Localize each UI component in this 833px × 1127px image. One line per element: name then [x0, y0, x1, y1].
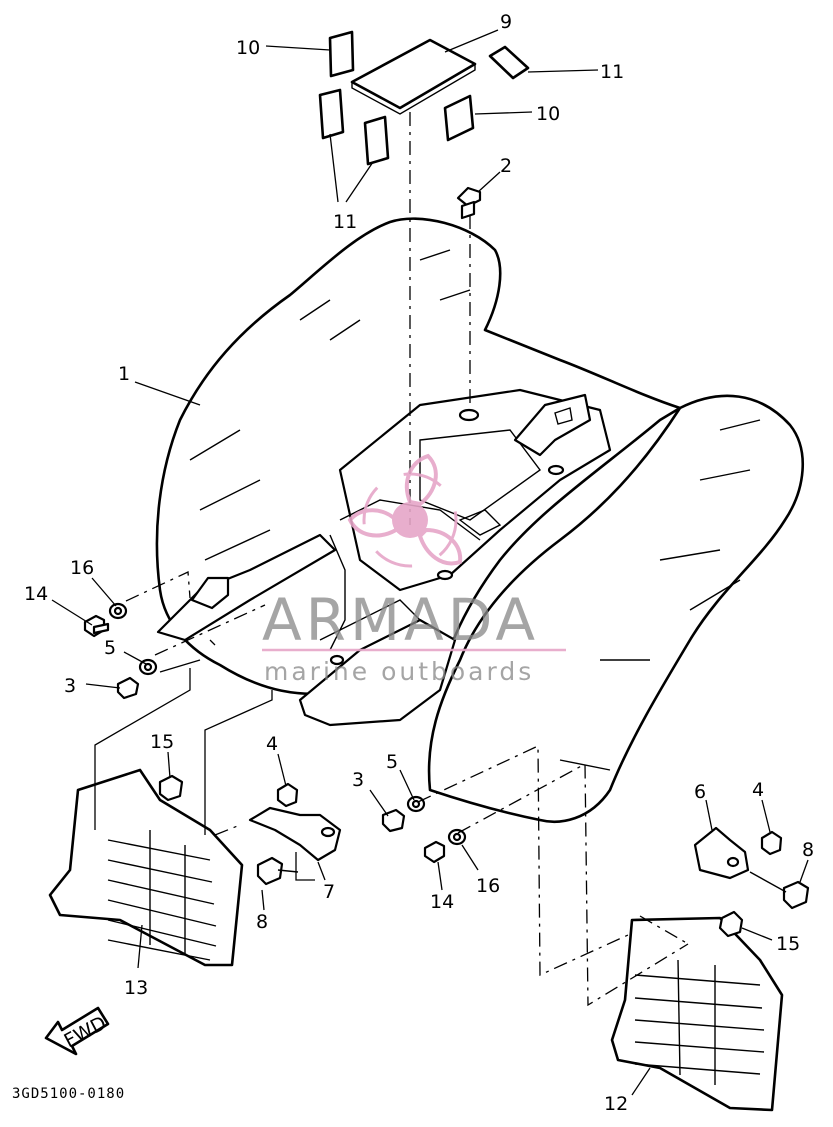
- guide-lines: [94, 639, 273, 835]
- watermark-brand: ARMADA: [262, 586, 539, 654]
- collar-part-16-left: [108, 602, 128, 620]
- sticker-part-11-b: [363, 115, 390, 166]
- forward-arrow: FWD: [44, 1006, 110, 1056]
- sticker-part-11-a: [318, 88, 345, 140]
- bolt-part-2: [456, 186, 482, 220]
- reference-code: 3GD5100-0180: [12, 1086, 125, 1102]
- callout-3-left: 3: [64, 675, 76, 697]
- callout-15-left: 15: [150, 731, 174, 753]
- stay-part-6: [693, 826, 750, 880]
- callout-8-right: 8: [802, 839, 814, 861]
- rear-fender: [155, 217, 805, 823]
- sticker-part-11-top: [488, 45, 530, 80]
- callout-5-right: 5: [386, 751, 398, 773]
- callout-16-left: 16: [70, 557, 94, 579]
- callout-2: 2: [500, 155, 512, 177]
- callout-5-left: 5: [104, 637, 116, 659]
- callout-12: 12: [604, 1093, 628, 1115]
- callout-3-right: 3: [352, 769, 364, 791]
- watermark: ARMADA marine outboards: [262, 453, 566, 686]
- bolt-part-8-left: [256, 856, 299, 886]
- watermark-tagline: marine outboards: [264, 657, 534, 686]
- sticker-part-10-right: [443, 94, 475, 142]
- callout-labels: 10 9 11 10 11 2 1 16 14 5 3 15 4 7 8 13 …: [24, 11, 814, 1115]
- callout-8-left: 8: [256, 911, 268, 933]
- washer-part-5-right: [406, 795, 426, 813]
- callout-11-right: 11: [600, 61, 624, 83]
- screw-part-14-right: [423, 840, 446, 864]
- leader-lines: [51, 29, 809, 1096]
- callout-9: 9: [500, 11, 512, 33]
- callout-10-left: 10: [236, 37, 260, 59]
- callout-13: 13: [124, 977, 148, 999]
- bolt-part-8-right: [749, 871, 810, 910]
- side-guard-part-12: [610, 916, 784, 1112]
- nut-part-4-right: [760, 830, 783, 856]
- callout-16-right: 16: [476, 875, 500, 897]
- callout-1: 1: [118, 363, 130, 385]
- callout-10-right: 10: [536, 103, 560, 125]
- callout-4-left: 4: [266, 733, 278, 755]
- pad-part-9: [350, 38, 477, 115]
- nut-part-15-right: [718, 910, 744, 938]
- callout-14-right: 14: [430, 891, 454, 913]
- sticker-part-10-left: [328, 30, 355, 78]
- nut-part-4-left: [276, 782, 299, 808]
- assembly-lines: [125, 112, 691, 1007]
- watermark-logo: [347, 453, 463, 568]
- nut-part-15-left: [158, 774, 184, 802]
- screw-part-3-left: [116, 676, 140, 700]
- callout-6: 6: [694, 781, 706, 803]
- callout-15-right: 15: [776, 933, 800, 955]
- screw-part-14-left: [83, 614, 110, 638]
- stay-part-7: [248, 806, 342, 862]
- callout-11-left: 11: [333, 211, 357, 233]
- callout-7: 7: [323, 881, 335, 903]
- callout-4-right: 4: [752, 779, 764, 801]
- callout-14-left: 14: [24, 583, 48, 605]
- collar-part-16-right: [447, 828, 467, 846]
- side-guard-part-13: [48, 768, 244, 967]
